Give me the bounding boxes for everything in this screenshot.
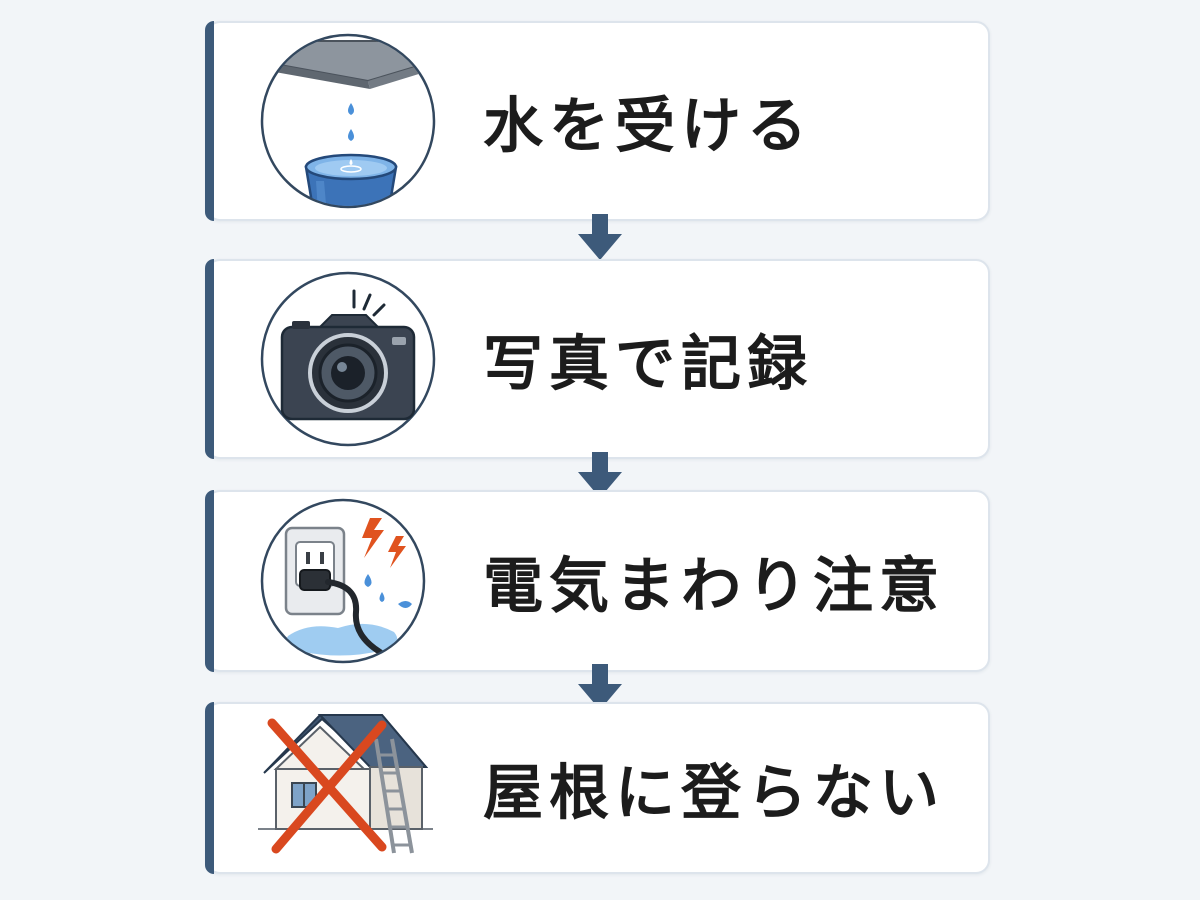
step-card-photo-record: 写真で記録 xyxy=(205,259,990,459)
step-card-electric-caution: 電気まわり注意 xyxy=(205,490,990,672)
card-accent-bar xyxy=(205,259,214,459)
card-accent-bar xyxy=(205,702,214,874)
roof-drip-bucket-icon xyxy=(258,31,438,211)
step-label: 写真で記録 xyxy=(483,329,813,400)
step-card-catch-water: 水を受ける xyxy=(205,21,990,221)
step-label: 屋根に登らない xyxy=(483,758,945,829)
card-accent-bar xyxy=(205,490,214,672)
outlet-water-spark-icon xyxy=(258,496,428,666)
down-arrow-icon xyxy=(578,452,622,498)
step-label: 水を受ける xyxy=(483,91,813,162)
down-arrow-icon xyxy=(578,664,622,710)
card-accent-bar xyxy=(205,21,214,221)
step-card-no-roof-climbing: 屋根に登らない xyxy=(205,702,990,874)
down-arrow-icon xyxy=(578,214,622,260)
step-label: 電気まわり注意 xyxy=(483,551,945,622)
house-ladder-crossed-icon xyxy=(258,703,433,873)
camera-icon xyxy=(258,269,438,449)
